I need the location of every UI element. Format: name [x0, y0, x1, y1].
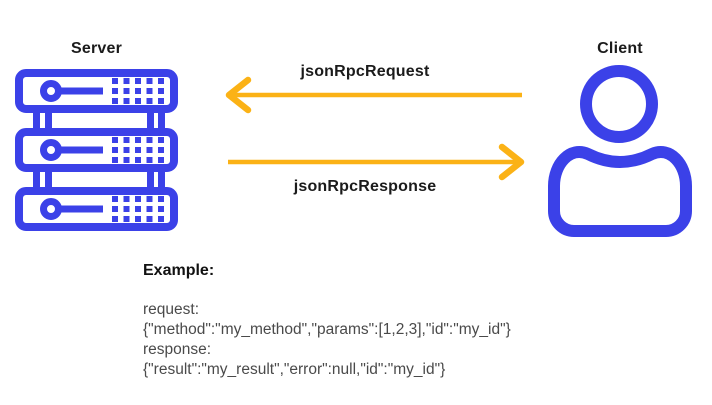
- server-icon: [15, 69, 178, 231]
- example-request-label: request:: [143, 301, 200, 318]
- client-label: Client: [597, 40, 643, 57]
- example-section: Example: request: {"method":"my_method",…: [143, 262, 511, 380]
- example-heading: Example:: [143, 262, 215, 279]
- server-label: Server: [70, 40, 123, 57]
- response-arrow-label: jsonRpcResponse: [293, 178, 437, 195]
- example-request-json: {"method":"my_method","params":[1,2,3],"…: [143, 321, 511, 338]
- request-arrow-icon: [225, 76, 522, 114]
- example-response-json: {"result":"my_result","error":null,"id":…: [143, 361, 446, 378]
- client-icon: [548, 65, 692, 237]
- request-arrow-label: jsonRpcRequest: [300, 63, 430, 80]
- response-arrow-icon: [228, 143, 525, 181]
- example-code: request: {"method":"my_method","params":…: [143, 300, 511, 380]
- example-response-label: response:: [143, 341, 212, 358]
